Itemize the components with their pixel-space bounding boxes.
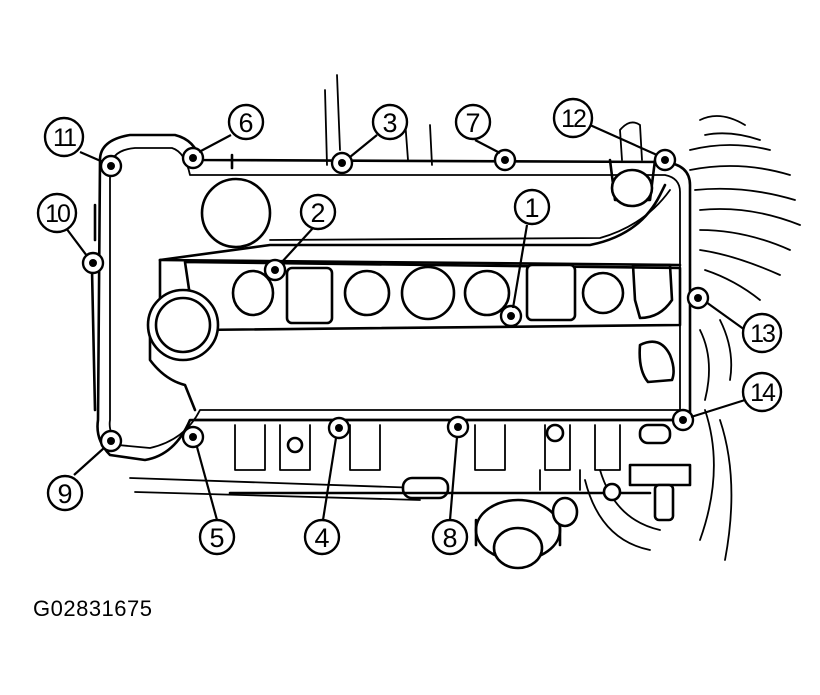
bolt-11-icon: [99, 154, 123, 178]
callout-9: 9: [46, 474, 84, 512]
bolt-3-icon: [330, 151, 354, 175]
bolt-6-icon: [181, 146, 205, 170]
svg-text:7: 7: [465, 108, 480, 138]
callout-12: 12: [552, 97, 594, 139]
svg-text:11: 11: [53, 124, 76, 152]
bolt-14-icon: [671, 408, 695, 432]
svg-text:2: 2: [310, 198, 325, 228]
figure-code: G02831675: [33, 596, 153, 621]
svg-text:9: 9: [57, 479, 72, 509]
bolt-1-icon: [499, 304, 523, 328]
callout-4: 4: [303, 518, 341, 556]
callout-3: 3: [371, 103, 409, 141]
svg-text:3: 3: [382, 108, 397, 138]
callout-13: 13: [741, 312, 783, 354]
svg-text:14: 14: [750, 379, 776, 407]
bolt-13-icon: [686, 286, 710, 310]
bolts: [81, 146, 710, 453]
svg-text:5: 5: [209, 523, 224, 553]
svg-text:8: 8: [442, 523, 457, 553]
bolt-12-icon: [653, 148, 677, 172]
callout-5: 5: [198, 518, 236, 556]
callout-7: 7: [454, 103, 492, 141]
svg-text:4: 4: [314, 523, 329, 553]
bolt-5-icon: [181, 425, 205, 449]
bolt-7-icon: [493, 148, 517, 172]
engine-background-lines: [324, 74, 801, 561]
callout-labels: 1 2 3 4 5 6 7 8 9 10 11 12 13 14: [36, 97, 783, 556]
bolt-2-icon: [263, 258, 287, 282]
callout-8: 8: [431, 518, 469, 556]
svg-text:10: 10: [45, 200, 70, 228]
bolt-4-icon: [327, 416, 351, 440]
svg-text:12: 12: [561, 105, 586, 133]
svg-text:1: 1: [524, 193, 539, 223]
callout-1: 1: [513, 188, 551, 226]
callout-6: 6: [227, 103, 265, 141]
svg-text:13: 13: [750, 320, 775, 348]
callout-2: 2: [299, 193, 337, 231]
svg-text:6: 6: [238, 108, 253, 138]
bolt-8-icon: [446, 415, 470, 439]
leader-lines: [65, 123, 746, 521]
bolt-10-icon: [81, 251, 105, 275]
bolt-9-icon: [99, 429, 123, 453]
callout-14: 14: [741, 371, 783, 413]
callout-10: 10: [36, 192, 78, 234]
cylinder-head-cover: [90, 133, 692, 462]
callout-11: 11: [43, 116, 85, 158]
